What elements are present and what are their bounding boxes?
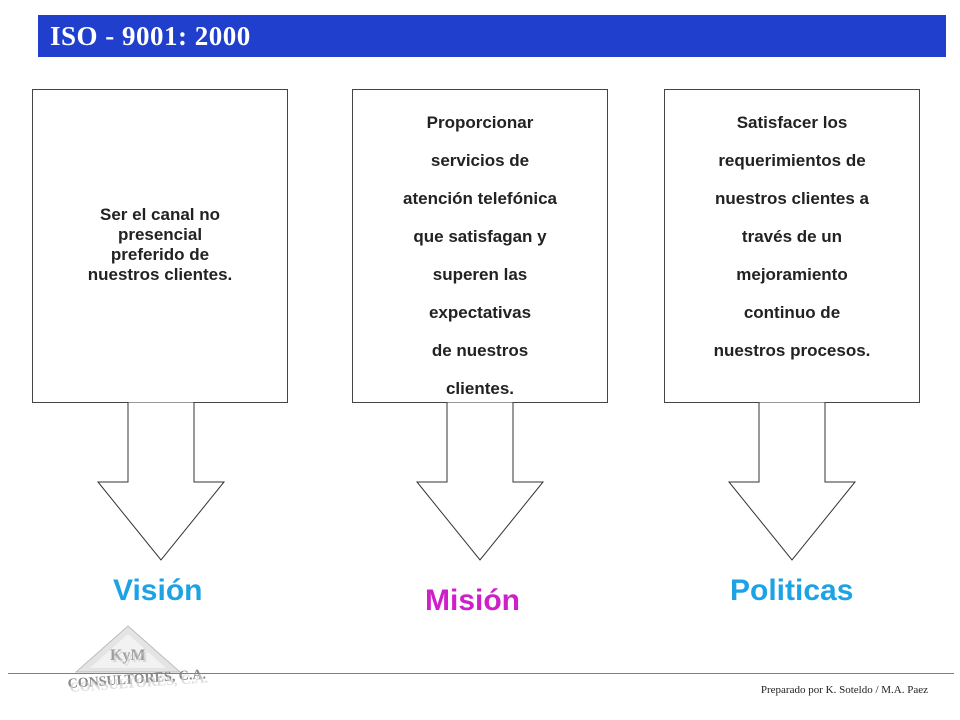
vision-text-line: Ser el canal no xyxy=(100,205,220,224)
mision-text-line: expectativas xyxy=(428,303,532,322)
politicas-text-line: requerimientos de xyxy=(718,151,866,170)
mision-text-line: de nuestros xyxy=(431,341,529,360)
politicas-text-line: través de un xyxy=(741,227,843,246)
svg-text:KyM: KyM xyxy=(112,649,148,666)
politicas-box: Satisfacer los requerimientos de nuestro… xyxy=(664,89,920,403)
politicas-label: Politicas xyxy=(730,574,854,607)
vision-text-line: preferido de xyxy=(110,245,210,264)
kym-logo: KyM KyM CONSULTORES, C.A. CONSULTORES, C… xyxy=(67,625,208,696)
mision-box: Proporcionar servicios de atención telef… xyxy=(352,89,608,403)
title-bar: ISO - 9001: 2000 xyxy=(38,15,946,57)
vision-box: Ser el canal no presencial preferido de … xyxy=(32,89,288,403)
page-title: ISO - 9001: 2000 xyxy=(50,21,251,51)
footer-divider xyxy=(8,673,954,674)
mision-text-line: que satisfagan y xyxy=(413,227,547,246)
politicas-text-line: mejoramiento xyxy=(736,265,848,284)
politicas-text-line: continuo de xyxy=(743,303,841,322)
mision-arrow-icon xyxy=(415,402,545,561)
vision-arrow-icon xyxy=(96,402,226,561)
politicas-text-line: Satisfacer los xyxy=(736,113,848,132)
politicas-arrow-icon xyxy=(727,402,857,561)
mision-text-line: superen las xyxy=(432,265,528,284)
svg-text:KyM: KyM xyxy=(110,647,146,664)
vision-text-line: nuestros clientes. xyxy=(87,265,233,284)
mision-label: Misión xyxy=(425,584,520,617)
footer-credit: Preparado por K. Soteldo / M.A. Paez xyxy=(760,684,928,696)
vision-label: Visión xyxy=(113,574,203,607)
mision-text-line: clientes. xyxy=(445,379,515,398)
politicas-text-line: nuestros clientes a xyxy=(714,189,869,208)
mision-text-line: Proporcionar xyxy=(426,113,534,132)
vision-text-line: presencial xyxy=(117,225,203,244)
mision-text-line: servicios de xyxy=(430,151,530,170)
politicas-text-line: nuestros procesos. xyxy=(713,341,871,360)
mision-text-line: atención telefónica xyxy=(403,189,557,208)
